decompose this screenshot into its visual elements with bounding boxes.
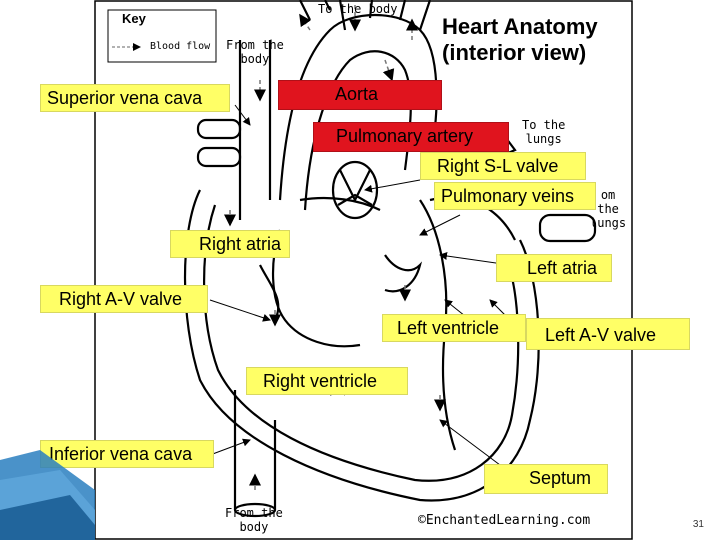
credit-text: ©EnchantedLearning.com <box>418 513 591 528</box>
page-number: 31 <box>692 519 704 530</box>
note-from-lungs-line3: lungs <box>590 216 627 230</box>
note-from-body-bottom: From the body <box>225 506 283 534</box>
diagram-title: Heart Anatomy (interior view) <box>442 14 598 66</box>
note-from-body-bottom-line1: From the <box>225 506 283 520</box>
note-from-lungs-line2: the <box>597 202 619 216</box>
title-line-1: Heart Anatomy <box>442 14 598 39</box>
note-from-body-top: From the body <box>226 38 284 66</box>
label-left-ventricle: Left ventricle <box>382 314 526 342</box>
key-heading: Key <box>122 11 146 26</box>
label-left-av-valve: Left A-V valve <box>526 318 690 350</box>
label-right-ventricle: Right ventricle <box>246 367 408 395</box>
key-box <box>107 9 217 63</box>
label-aorta: Aorta <box>278 80 442 110</box>
title-line-2: (interior view) <box>442 40 587 65</box>
note-to-lungs-line2: lungs <box>525 132 562 146</box>
corner-decoration <box>0 450 95 540</box>
label-inferior-vena-cava: Inferior vena cava <box>40 440 214 468</box>
key-legend: Blood flow <box>150 41 211 52</box>
label-right-atria: Right atria <box>170 230 290 258</box>
note-to-body-top: To the body <box>318 2 398 16</box>
note-from-body-top-line1: From the <box>226 38 284 52</box>
note-from-body-top-line2: body <box>240 52 270 66</box>
label-right-sl-valve: Right S-L valve <box>420 152 586 180</box>
label-left-atria: Left atria <box>496 254 612 282</box>
label-right-av-valve: Right A-V valve <box>40 285 208 313</box>
blood-flow-arrows <box>224 5 527 490</box>
note-to-lungs-line1: To the <box>522 118 566 132</box>
label-septum: Septum <box>484 464 608 494</box>
note-from-lungs-line1: om <box>600 188 616 202</box>
note-from-body-bottom-line2: body <box>239 520 269 534</box>
label-pulmonary-veins: Pulmonary veins <box>434 182 596 210</box>
label-superior-vena-cava: Superior vena cava <box>40 84 230 112</box>
label-pulmonary-artery: Pulmonary artery <box>313 122 509 152</box>
note-to-lungs: To the lungs <box>522 118 565 146</box>
note-from-lungs: om the lungs <box>590 188 626 230</box>
